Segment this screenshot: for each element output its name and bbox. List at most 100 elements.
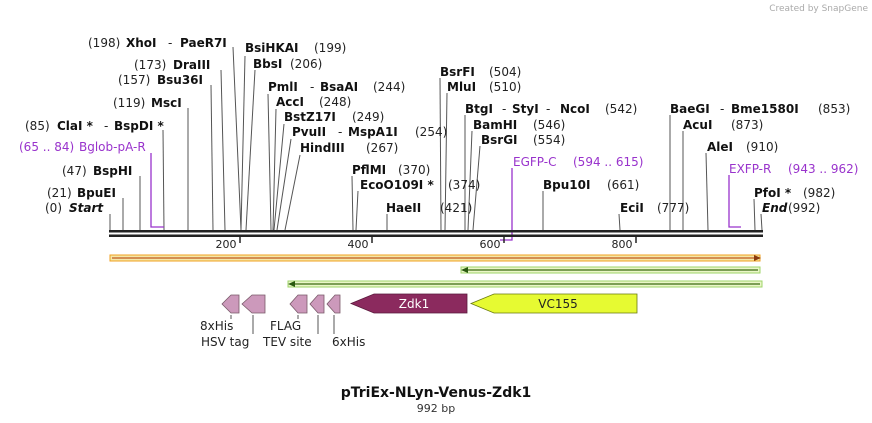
site-name: BsiHKAI	[245, 41, 299, 55]
site-name: BsaAI	[320, 80, 358, 94]
site-pos: (157)	[118, 73, 150, 87]
zdk1-label: Zdk1	[399, 297, 429, 311]
primer-name: EGFP-C	[513, 155, 556, 169]
site-pos: (267)	[366, 141, 398, 155]
site-name: PvuII	[292, 125, 326, 139]
site-pos: (85)	[25, 119, 50, 133]
ruler-tick-label: 800	[612, 238, 633, 251]
site-name: AcuI	[683, 118, 712, 132]
site-pos: (119)	[113, 96, 145, 110]
site-pos: (248)	[319, 95, 351, 109]
snapgene-credit: Created by SnapGene	[769, 4, 868, 14]
site-pos: (21)	[47, 186, 72, 200]
site-name: BspDI *	[114, 119, 164, 133]
vc155-feature-arrow	[469, 293, 638, 314]
site-pos: (374)	[448, 178, 480, 192]
site-name: BsrFI	[440, 65, 475, 79]
site-pos: (546)	[533, 118, 565, 132]
site-name: PaeR7I	[180, 36, 227, 50]
site-sep: -	[546, 102, 550, 116]
site-pos: (554)	[533, 133, 565, 147]
primer-range: (65 .. 84)	[19, 140, 74, 154]
flag-label: FLAG	[270, 319, 301, 333]
vc155-label: VC155	[538, 297, 578, 311]
site-name: AccI	[276, 95, 304, 109]
site-pos: (510)	[489, 80, 521, 94]
tev-site-arrow	[309, 294, 325, 314]
site-name: PfoI *	[754, 186, 792, 200]
site-name: MspA1I	[348, 125, 398, 139]
site-pos: (661)	[607, 178, 639, 192]
site-sep: -	[168, 36, 172, 50]
site-sep: -	[310, 80, 314, 94]
site-pos: (0)	[45, 201, 62, 215]
hsv-tag-label: HSV tag	[201, 335, 249, 349]
site-name: ClaI *	[57, 119, 94, 133]
primer-labels: (65 .. 84) Bglob-pA-R EGFP-C (594 .. 615…	[19, 140, 858, 176]
site-name: NcoI	[560, 102, 590, 116]
flag-tag-arrow	[289, 294, 308, 314]
site-name: BamHI	[473, 118, 517, 132]
site-name: Start	[69, 201, 104, 215]
primer-name: Bglob-pA-R	[79, 140, 146, 154]
backbone	[109, 230, 763, 237]
site-sep: -	[338, 125, 342, 139]
site-pos: (198)	[88, 36, 120, 50]
site-pos: (199)	[314, 41, 346, 55]
site-name: BpuEI	[77, 186, 116, 200]
site-name: HaeII	[386, 201, 421, 215]
ruler-tick-label: 600	[480, 238, 501, 251]
tev-site-label: TEV site	[262, 335, 312, 349]
primer-range: (943 .. 962)	[788, 162, 858, 176]
his8-tag-arrow	[221, 294, 240, 314]
site-name: EciI	[620, 201, 644, 215]
site-name: BaeGI	[670, 102, 710, 116]
site-name: BspHI	[93, 164, 132, 178]
his8-label: 8xHis	[200, 319, 233, 333]
site-pos: (249)	[352, 110, 384, 124]
site-pos: (992)	[788, 201, 820, 215]
site-pos: (982)	[803, 186, 835, 200]
site-pos: (777)	[657, 201, 689, 215]
site-pos: (244)	[373, 80, 405, 94]
site-pos: (873)	[731, 118, 763, 132]
site-name: MluI	[447, 80, 476, 94]
hsv-tag-arrow	[241, 294, 266, 314]
site-pos: (254)	[415, 125, 447, 139]
site-pos: (173)	[134, 58, 166, 72]
site-sep: -	[502, 102, 506, 116]
site-name: BsrGI	[481, 133, 518, 147]
site-name: BstZ17I	[284, 110, 336, 124]
his6-tag-arrow	[326, 294, 341, 314]
site-name: BtgI	[465, 102, 493, 116]
site-name: MscI	[151, 96, 182, 110]
site-name: PflMI	[352, 163, 386, 177]
site-name: Bsu36I	[157, 73, 203, 87]
site-sep: -	[720, 102, 724, 116]
site-name: DraIII	[173, 58, 210, 72]
site-name: BbsI	[253, 57, 282, 71]
site-lines	[109, 46, 763, 231]
plasmid-length: 992 bp	[417, 402, 455, 415]
orf-reverse-green-1	[460, 266, 761, 274]
plasmid-name: pTriEx-NLyn-Venus-Zdk1	[341, 385, 532, 401]
site-labels: (198) XhoI - PaeR7I (173) DraIII (157) B…	[25, 36, 850, 215]
ruler: 200 400 600 800	[216, 237, 637, 251]
site-name: Bpu10I	[543, 178, 590, 192]
site-name: Bme1580I	[731, 102, 799, 116]
site-pos: (504)	[489, 65, 521, 79]
site-sep: -	[104, 119, 108, 133]
site-name: XhoI	[126, 36, 157, 50]
orf-reverse-green-2	[287, 280, 763, 288]
primer-range: (594 .. 615)	[573, 155, 643, 169]
site-pos: (910)	[746, 140, 778, 154]
site-pos: (206)	[290, 57, 322, 71]
site-name: StyI	[512, 102, 539, 116]
primer-name: EXFP-R	[729, 162, 771, 176]
site-pos: (370)	[398, 163, 430, 177]
site-pos: (542)	[605, 102, 637, 116]
site-name: AleI	[707, 140, 733, 154]
site-name: EcoO109I *	[360, 178, 434, 192]
site-pos: (421)	[440, 201, 472, 215]
